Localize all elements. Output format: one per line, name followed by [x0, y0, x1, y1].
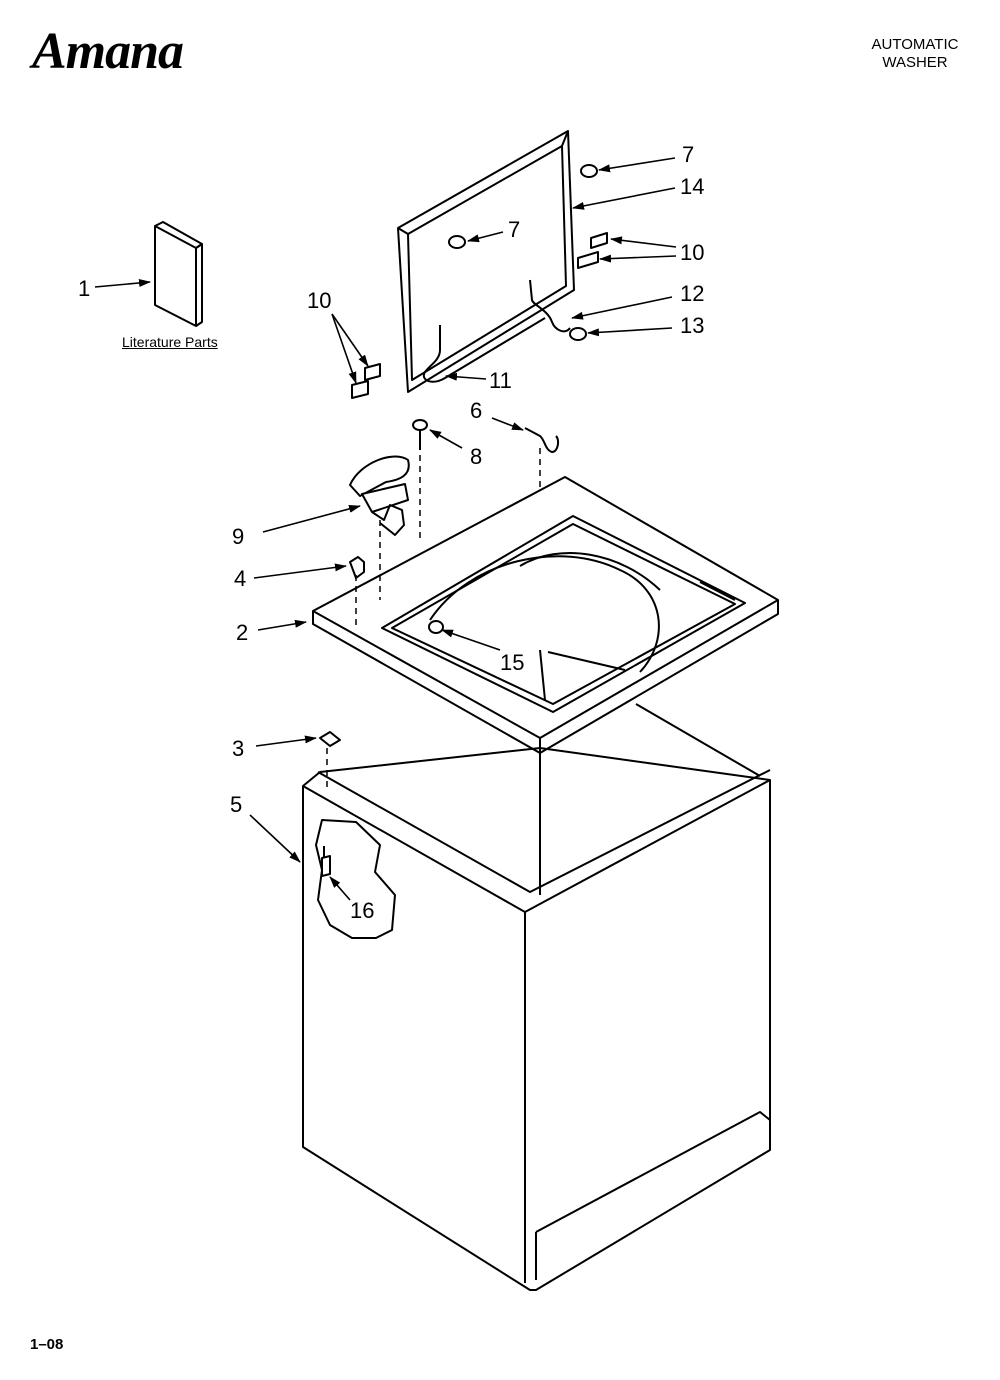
header-line-1: AUTOMATIC — [871, 36, 959, 53]
brand-logo: Amana — [32, 23, 184, 80]
callout-8: 8 — [470, 444, 482, 469]
callout-10-right: 10 — [680, 240, 704, 265]
callout-14: 14 — [680, 174, 704, 199]
callout-2: 2 — [236, 620, 248, 645]
callout-4: 4 — [234, 566, 246, 591]
tub-ring — [428, 620, 444, 634]
grommet — [569, 327, 587, 341]
header-title: AUTOMATIC WASHER — [850, 36, 980, 72]
cabinet — [302, 703, 771, 1291]
callout-11: 11 — [489, 368, 512, 393]
lid-bumper — [580, 164, 598, 178]
literature-caption: Literature Parts — [122, 334, 218, 350]
page-number: 1–08 — [30, 1336, 64, 1353]
lid-frame — [397, 130, 575, 393]
hinge-rods — [422, 279, 571, 383]
callout-15: 15 — [500, 650, 524, 675]
callout-12: 12 — [680, 281, 704, 306]
lid-bumper — [448, 235, 466, 249]
screws — [351, 232, 608, 399]
callout-13: 13 — [680, 313, 704, 338]
callout-1: 1 — [78, 276, 90, 301]
header-line-2: WASHER — [882, 54, 948, 71]
callout-16: 16 — [350, 898, 374, 923]
callout-6: 6 — [470, 398, 482, 423]
callout-10-left: 10 — [307, 288, 331, 313]
clip — [349, 556, 365, 579]
screw — [321, 855, 331, 877]
callout-5: 5 — [230, 792, 242, 817]
callout-7-mid: 7 — [508, 217, 520, 242]
bracket — [524, 427, 560, 453]
callout-3: 3 — [232, 736, 244, 761]
callout-labels: 1 2 3 4 5 6 7 7 8 9 10 10 11 12 13 14 15… — [78, 142, 704, 923]
assembly-lines — [326, 448, 541, 790]
callout-7-top: 7 — [682, 142, 694, 167]
lid-switch — [349, 455, 410, 536]
literature-booklet — [154, 221, 203, 327]
clip — [319, 731, 341, 747]
actuator-pin — [412, 419, 428, 450]
top-panel — [312, 476, 779, 754]
leader-arrows — [94, 157, 677, 901]
callout-9: 9 — [232, 524, 244, 549]
